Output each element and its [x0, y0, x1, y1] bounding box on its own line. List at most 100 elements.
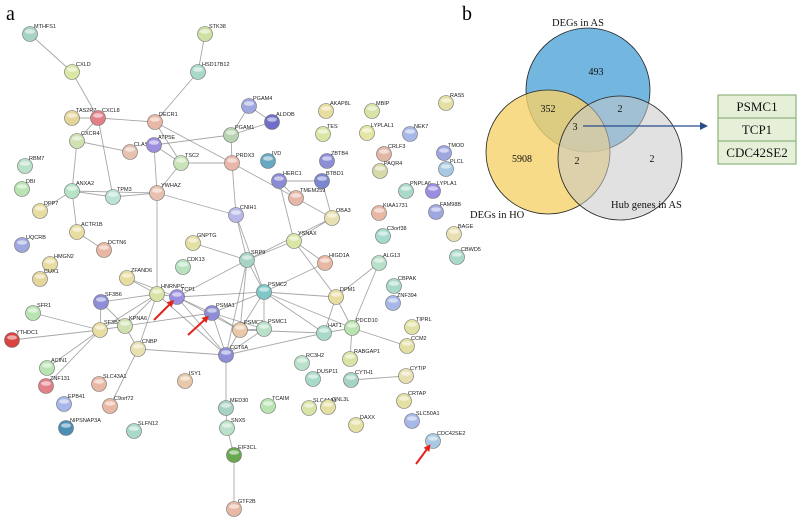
node-highlight	[379, 149, 389, 154]
network-node: CXCR4	[69, 131, 100, 149]
network-node: YTHDC1	[4, 330, 38, 348]
node-label: PNPLA6	[410, 181, 431, 187]
node-highlight	[318, 129, 328, 134]
network-node: SF3B1	[92, 320, 121, 338]
node-highlight	[35, 206, 45, 211]
node-highlight	[308, 374, 318, 379]
node-highlight	[320, 258, 330, 263]
node-label: SFR1	[37, 303, 51, 309]
node-label: MBIP	[376, 101, 390, 107]
node-label: PSMC3	[244, 320, 263, 326]
node-label: KIAA1731	[383, 203, 408, 209]
red-arrow-head-icon	[166, 299, 175, 308]
node-highlight	[133, 344, 143, 349]
node-label: CRTAP	[408, 391, 426, 397]
node-highlight	[375, 166, 385, 171]
venn-diagram: DEGs in AS DEGs in HO Hub genes in AS 49…	[470, 18, 708, 221]
network-node: CDC42SE2	[425, 431, 465, 449]
venn-count-as-only: 493	[589, 67, 604, 78]
node-highlight	[244, 101, 254, 106]
network-node: CCT6A	[218, 345, 248, 363]
node-highlight	[226, 130, 236, 135]
network-edge	[97, 117, 114, 198]
network-node: PNPLA6	[398, 181, 431, 199]
node-highlight	[17, 184, 27, 189]
node-label: GTF2B	[238, 499, 256, 505]
node-label: CCM2	[411, 336, 427, 342]
network-node: MBIP	[364, 101, 390, 119]
network-node: CLASP1	[122, 142, 155, 160]
network-edge	[71, 71, 99, 119]
red-arrow-head-icon	[201, 315, 210, 324]
node-label: RAS5	[450, 93, 464, 99]
network-edge	[225, 332, 325, 356]
network-node: ATP5E	[146, 135, 175, 153]
node-label: CBPAK	[398, 276, 417, 282]
node-highlight	[95, 325, 105, 330]
network-edge	[100, 293, 158, 303]
node-label: CNBP	[142, 339, 158, 345]
venn-count-all: 3	[573, 122, 578, 133]
node-highlight	[25, 29, 35, 34]
node-highlight	[172, 292, 182, 297]
network-node: DPM1	[328, 287, 355, 305]
network-node: DAXX	[348, 415, 375, 433]
network-node: NIPSNAP3A	[58, 418, 101, 436]
red-arrow-head-icon	[423, 444, 431, 452]
network-edge	[293, 240, 337, 298]
network-edge	[154, 71, 199, 123]
network-edge	[46, 329, 101, 369]
network-node: PAQR4	[372, 161, 402, 179]
node-label: LYPLA1	[437, 181, 457, 187]
venn-set-label-as: DEGs in AS	[552, 18, 604, 29]
node-highlight	[41, 381, 51, 386]
network-node: TES	[315, 124, 338, 142]
network-edge	[154, 121, 182, 164]
network-node: CRTAP	[396, 391, 426, 409]
node-highlight	[108, 192, 118, 197]
node-highlight	[291, 193, 301, 198]
network-edge	[278, 180, 295, 242]
node-label: CNIH1	[240, 205, 257, 211]
node-label: TPM3	[117, 187, 132, 193]
network-node: HMGN2	[42, 254, 74, 272]
node-label: AKAP8L	[330, 101, 351, 107]
network-edge	[154, 121, 233, 164]
node-highlight	[28, 308, 38, 313]
node-highlight	[323, 402, 333, 407]
network-node: DECR1	[147, 112, 178, 130]
node-highlight	[259, 324, 269, 329]
node-label: TMOD	[448, 143, 464, 149]
network-node: KPNA6	[117, 316, 147, 334]
network-node: CDK13	[175, 257, 205, 275]
node-label: ACTR1B	[81, 222, 103, 228]
node-label: PLCL	[450, 159, 464, 165]
network-node: PSMC3	[232, 320, 263, 338]
venn-count-as-ho: 352	[541, 104, 556, 115]
node-highlight	[407, 416, 417, 421]
network-node: SLC50A1	[404, 411, 440, 429]
hub-gene-psmc1: PSMC1	[736, 99, 777, 114]
node-label: CCT6A	[230, 345, 248, 351]
node-label: HSD17B12	[202, 62, 230, 68]
node-label: CLASP1	[134, 142, 155, 148]
network-edge	[29, 33, 73, 73]
network-edge	[211, 312, 265, 330]
network-node: GNPTG	[185, 233, 217, 251]
node-label: BAGE	[458, 224, 474, 230]
node-label: ALG13	[383, 253, 400, 259]
network-edge	[126, 277, 178, 298]
node-label: SRP9	[251, 250, 265, 256]
network-node: PSMC2	[256, 282, 287, 300]
network-edge	[231, 162, 237, 216]
network-edge	[239, 329, 325, 334]
node-label: MED30	[230, 398, 248, 404]
network-edge	[137, 348, 227, 356]
node-label: GNL3L	[332, 397, 349, 403]
hub-gene-cdc42se2: CDC42SE2	[726, 145, 787, 160]
red-arrow-icon	[415, 447, 429, 465]
node-highlight	[222, 423, 232, 428]
network-node: HAT1	[316, 323, 342, 341]
network-node: DUSP11	[305, 369, 338, 387]
